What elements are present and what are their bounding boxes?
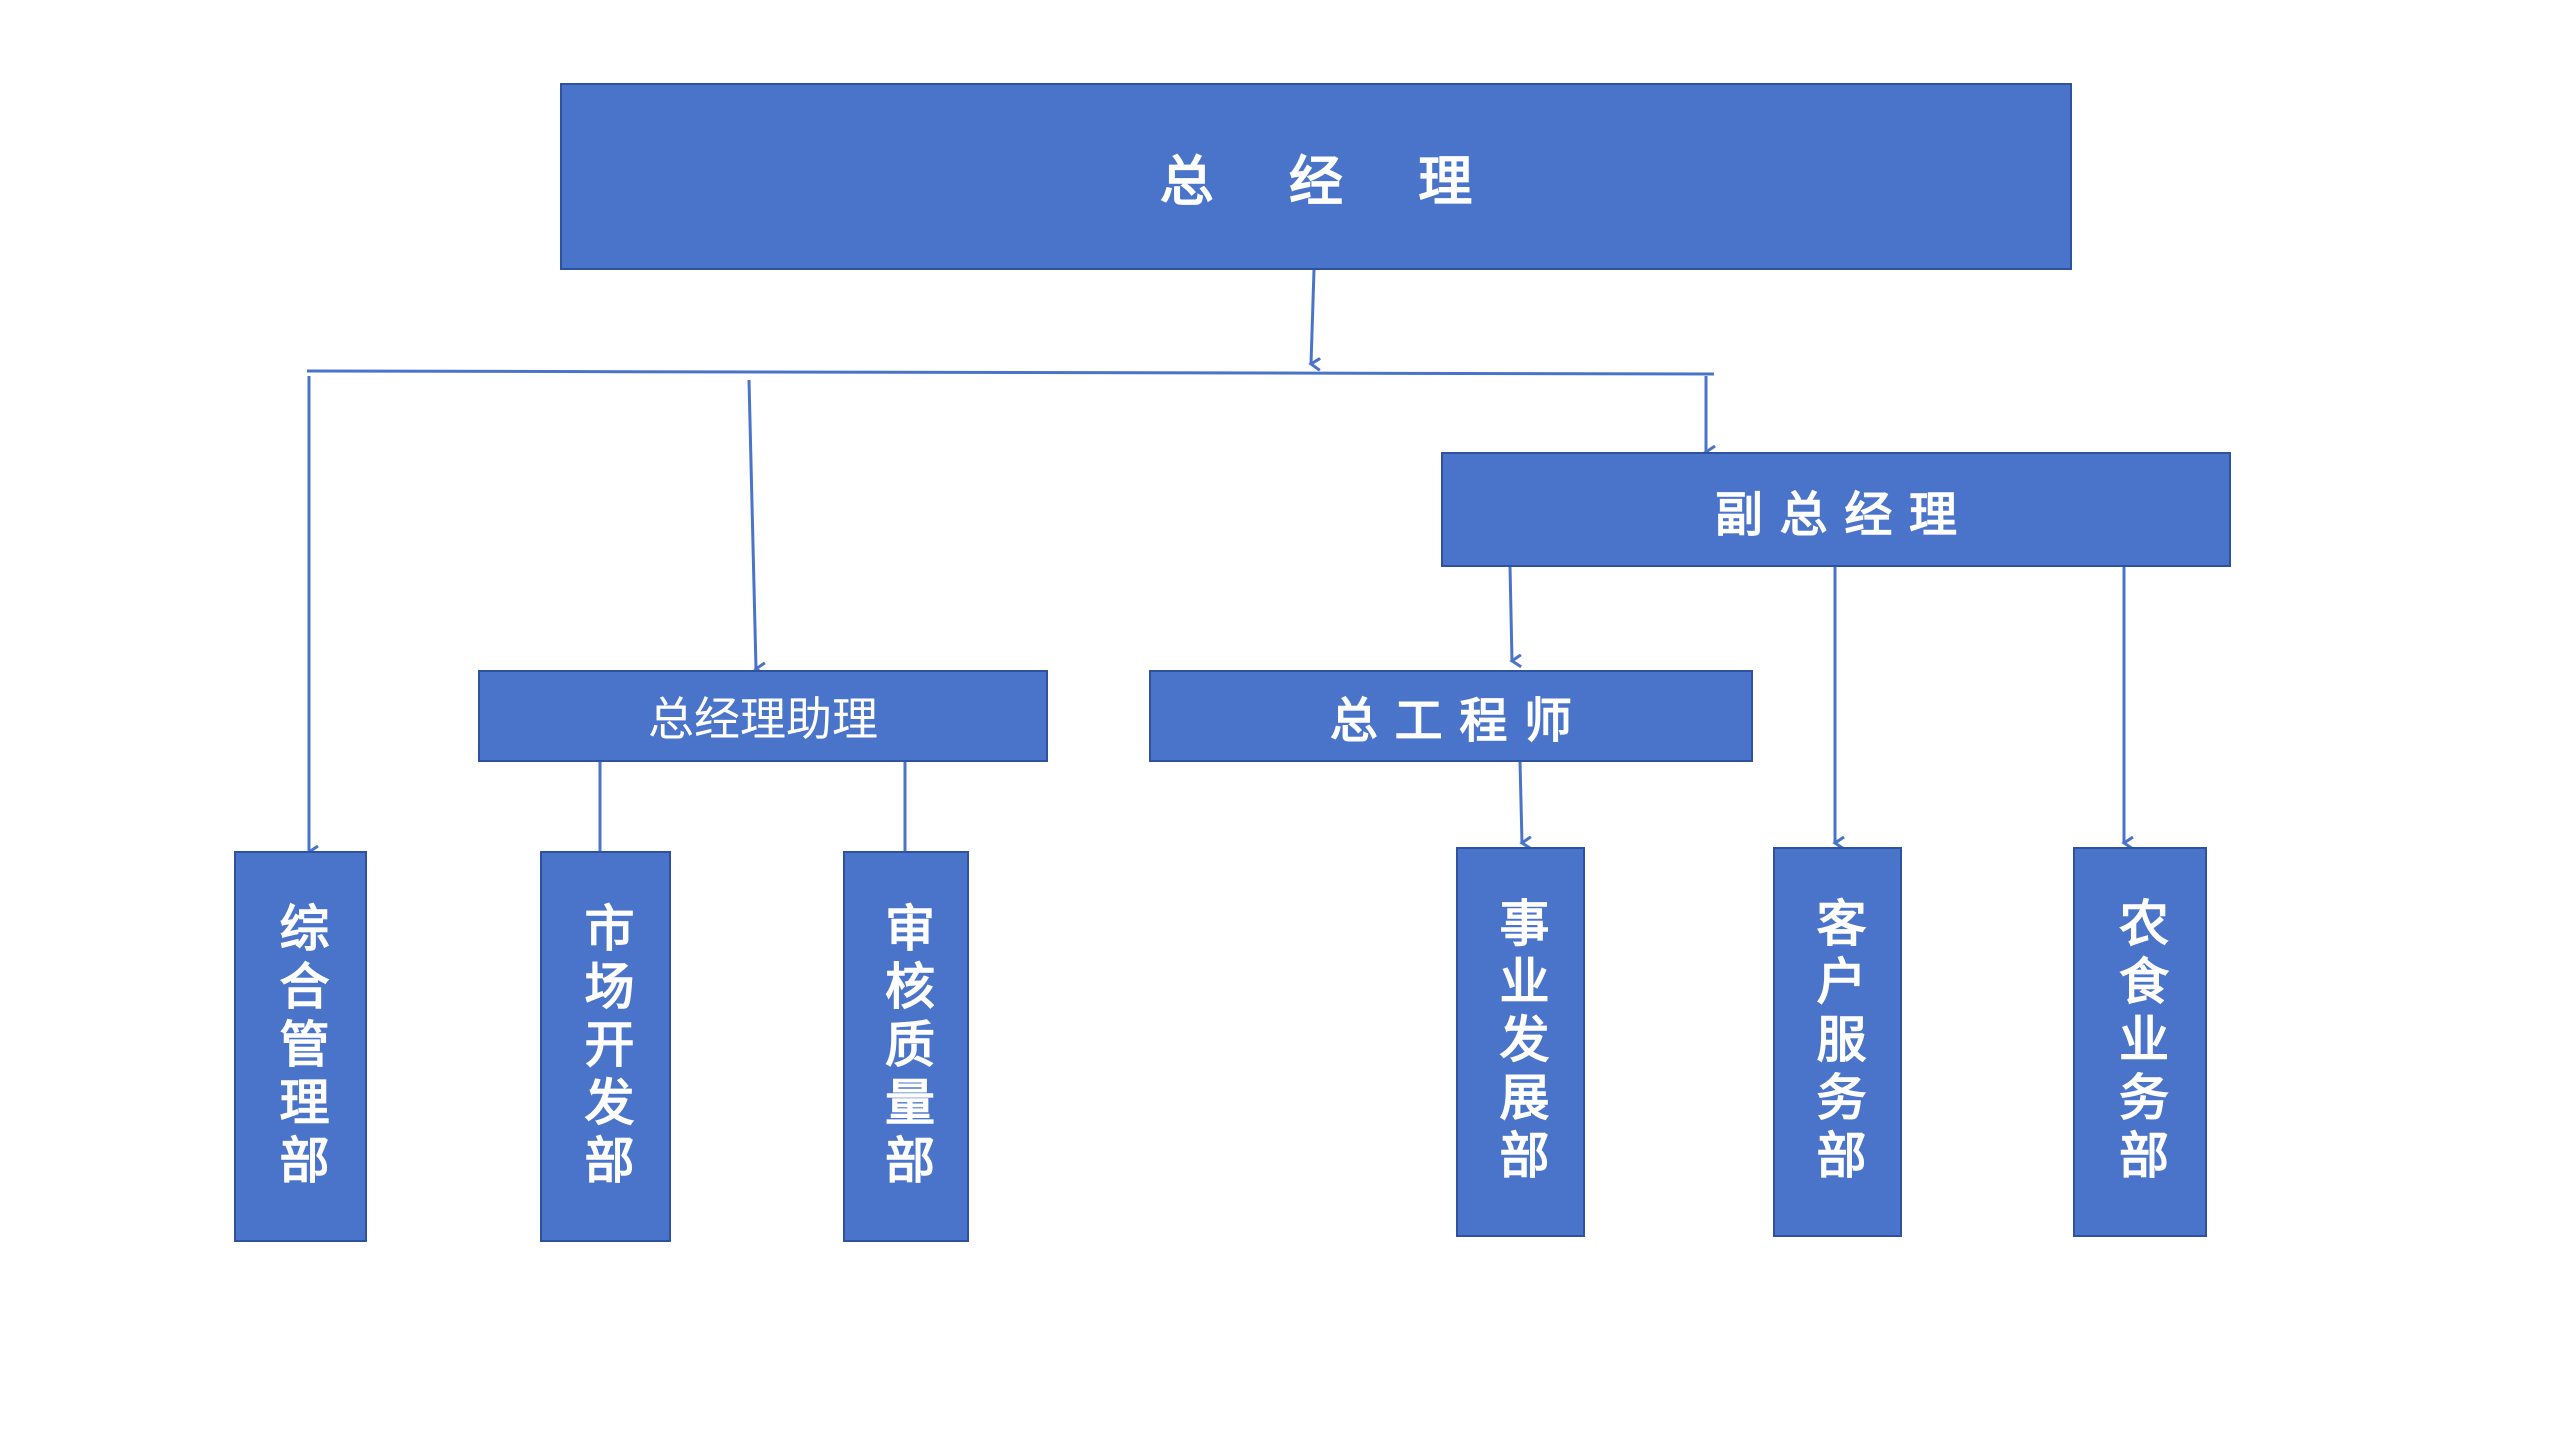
node-chief-engineer: 总 工 程 师 bbox=[1149, 670, 1753, 762]
node-dept-business-dev-label: 事业发展部 bbox=[1491, 897, 1550, 1187]
node-dept-general-admin-label: 综合管理部 bbox=[271, 901, 330, 1192]
connector-gm-to-bus bbox=[1311, 269, 1314, 364]
connector-deputy-to-chief bbox=[1508, 565, 1512, 661]
node-deputy-general-manager-label: 副 总 经 理 bbox=[1714, 486, 1958, 543]
node-deputy-general-manager: 副 总 经 理 bbox=[1441, 452, 2231, 567]
node-general-manager: 总 经 理 bbox=[560, 83, 2072, 270]
node-dept-agri-food: 农食业务部 bbox=[2073, 847, 2207, 1237]
node-assistant-to-gm-label: 总经理助理 bbox=[648, 692, 878, 746]
node-dept-business-dev: 事业发展部 bbox=[1456, 847, 1585, 1237]
node-dept-general-admin: 综合管理部 bbox=[234, 851, 367, 1242]
node-general-manager-label: 总 经 理 bbox=[1159, 150, 1473, 213]
connector-chief-to-business-dev bbox=[1518, 760, 1522, 843]
connector-bus-to-assistant bbox=[747, 379, 756, 669]
node-dept-customer-service-label: 客户服务部 bbox=[1808, 897, 1867, 1187]
node-dept-agri-food-label: 农食业务部 bbox=[2111, 897, 2169, 1187]
node-chief-engineer-label: 总 工 程 师 bbox=[1329, 693, 1573, 749]
node-dept-customer-service: 客户服务部 bbox=[1773, 847, 1902, 1237]
node-dept-market-dev-label: 市场开发部 bbox=[576, 901, 635, 1192]
node-dept-market-dev: 市场开发部 bbox=[540, 851, 671, 1242]
node-assistant-to-gm: 总经理助理 bbox=[478, 670, 1048, 762]
node-dept-audit-quality-label: 审核质量部 bbox=[877, 901, 935, 1192]
node-dept-audit-quality: 审核质量部 bbox=[843, 851, 969, 1242]
connector-bus bbox=[306, 369, 1715, 376]
